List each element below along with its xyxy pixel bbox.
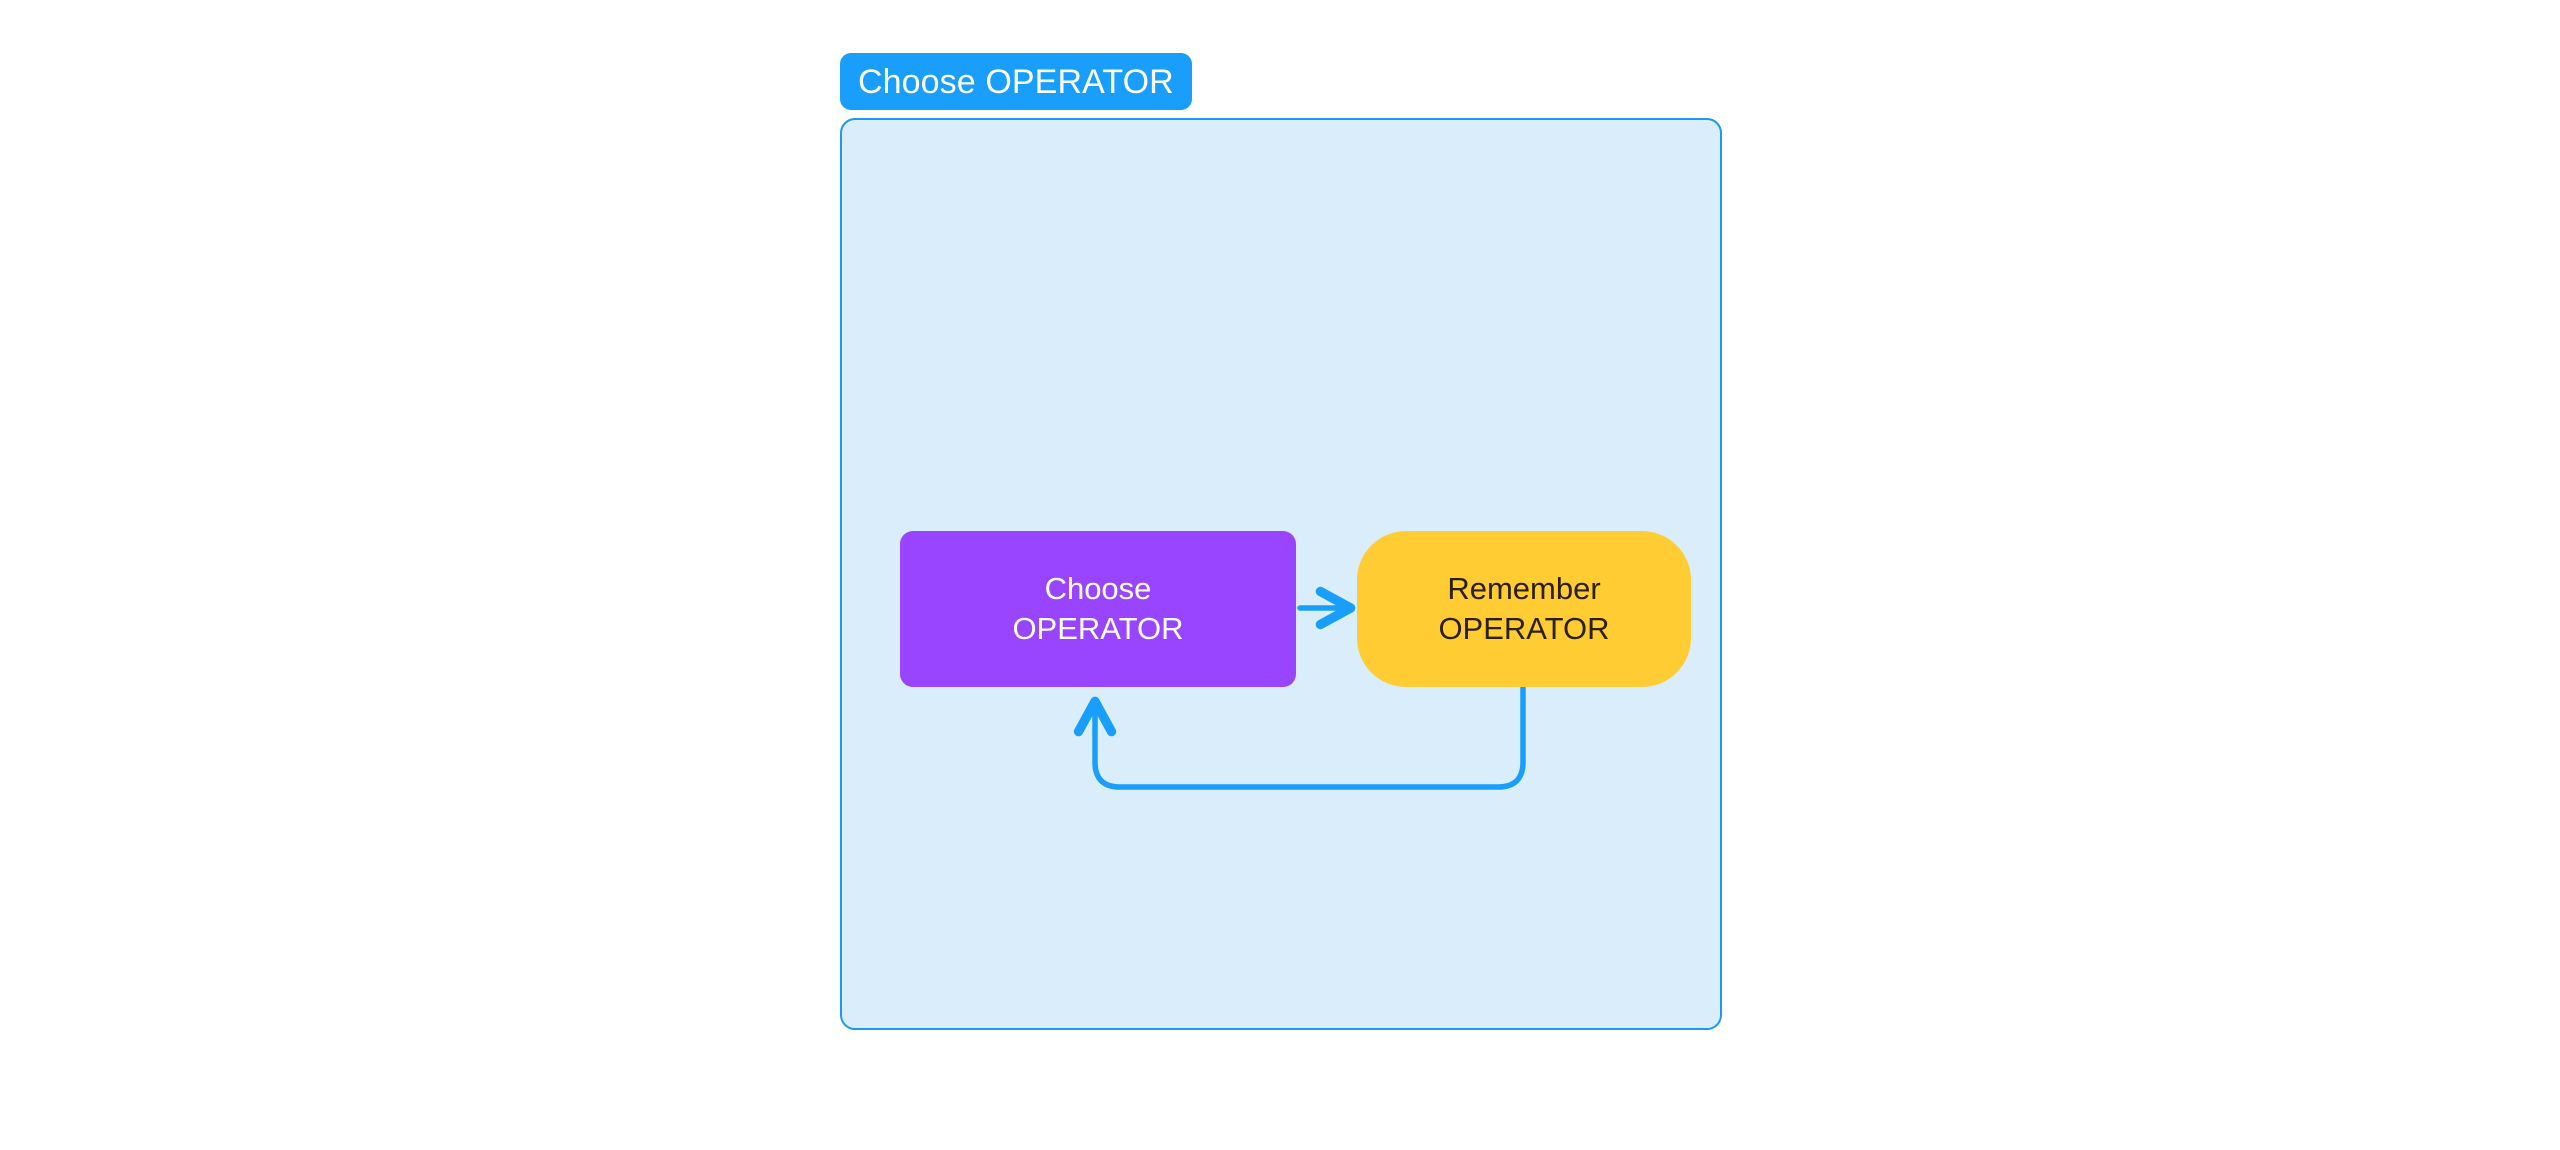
node-choose-operator[interactable]: Choose OPERATOR <box>900 531 1296 687</box>
node-remember-operator-line2: OPERATOR <box>1438 611 1610 646</box>
node-choose-operator-line1: Choose <box>1044 571 1152 607</box>
connector-layer <box>1073 586 1526 790</box>
node-remember-operator-line1: Remember <box>1447 571 1601 607</box>
node-choose-operator-line2: OPERATOR <box>1012 611 1184 646</box>
group-tab[interactable]: Choose OPERATOR <box>840 53 1192 110</box>
connector-remember-back-to-choose <box>1073 685 1526 790</box>
group-tab-label: Choose OPERATOR <box>858 62 1174 101</box>
node-remember-operator[interactable]: Remember OPERATOR <box>1357 531 1691 687</box>
